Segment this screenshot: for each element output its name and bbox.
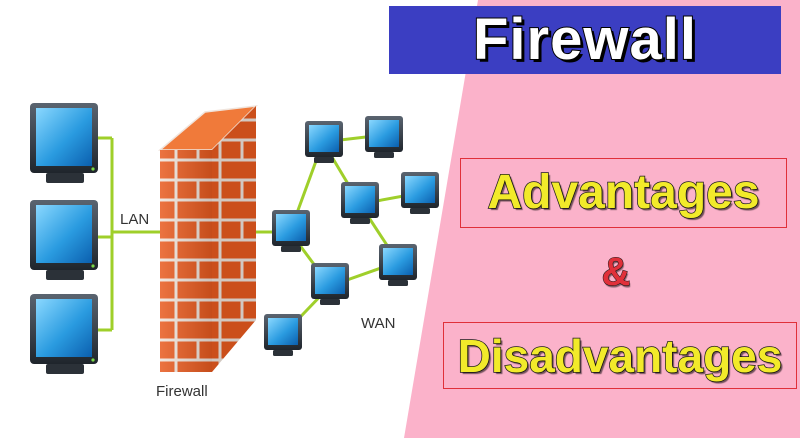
wan-computer-icon xyxy=(272,210,310,252)
page-title: Firewall xyxy=(472,7,697,72)
disadvantages-heading: Disadvantages xyxy=(457,329,783,382)
wan-computer-icon xyxy=(311,263,349,305)
wan-computer-icon xyxy=(379,244,417,286)
lan-computer-icon xyxy=(30,200,98,280)
firewall-label: Firewall xyxy=(156,383,208,400)
lan-computer-icon xyxy=(30,294,98,374)
wan-label: WAN xyxy=(361,315,395,332)
advantages-box: Advantages xyxy=(460,158,787,228)
lan-computer-icon xyxy=(30,103,98,183)
ampersand-text: & xyxy=(601,250,631,294)
firewall-wall-icon xyxy=(157,105,259,372)
lan-label: LAN xyxy=(120,211,149,228)
wan-computer-icon xyxy=(305,121,343,163)
advantages-heading: Advantages xyxy=(487,166,761,219)
wan-computer-icon xyxy=(365,116,403,158)
wan-computer-icon xyxy=(264,314,302,356)
wan-computer-icon xyxy=(401,172,439,214)
disadvantages-box: Disadvantages xyxy=(443,322,797,389)
wan-computer-icon xyxy=(341,182,379,224)
title-banner: Firewall xyxy=(389,6,781,74)
